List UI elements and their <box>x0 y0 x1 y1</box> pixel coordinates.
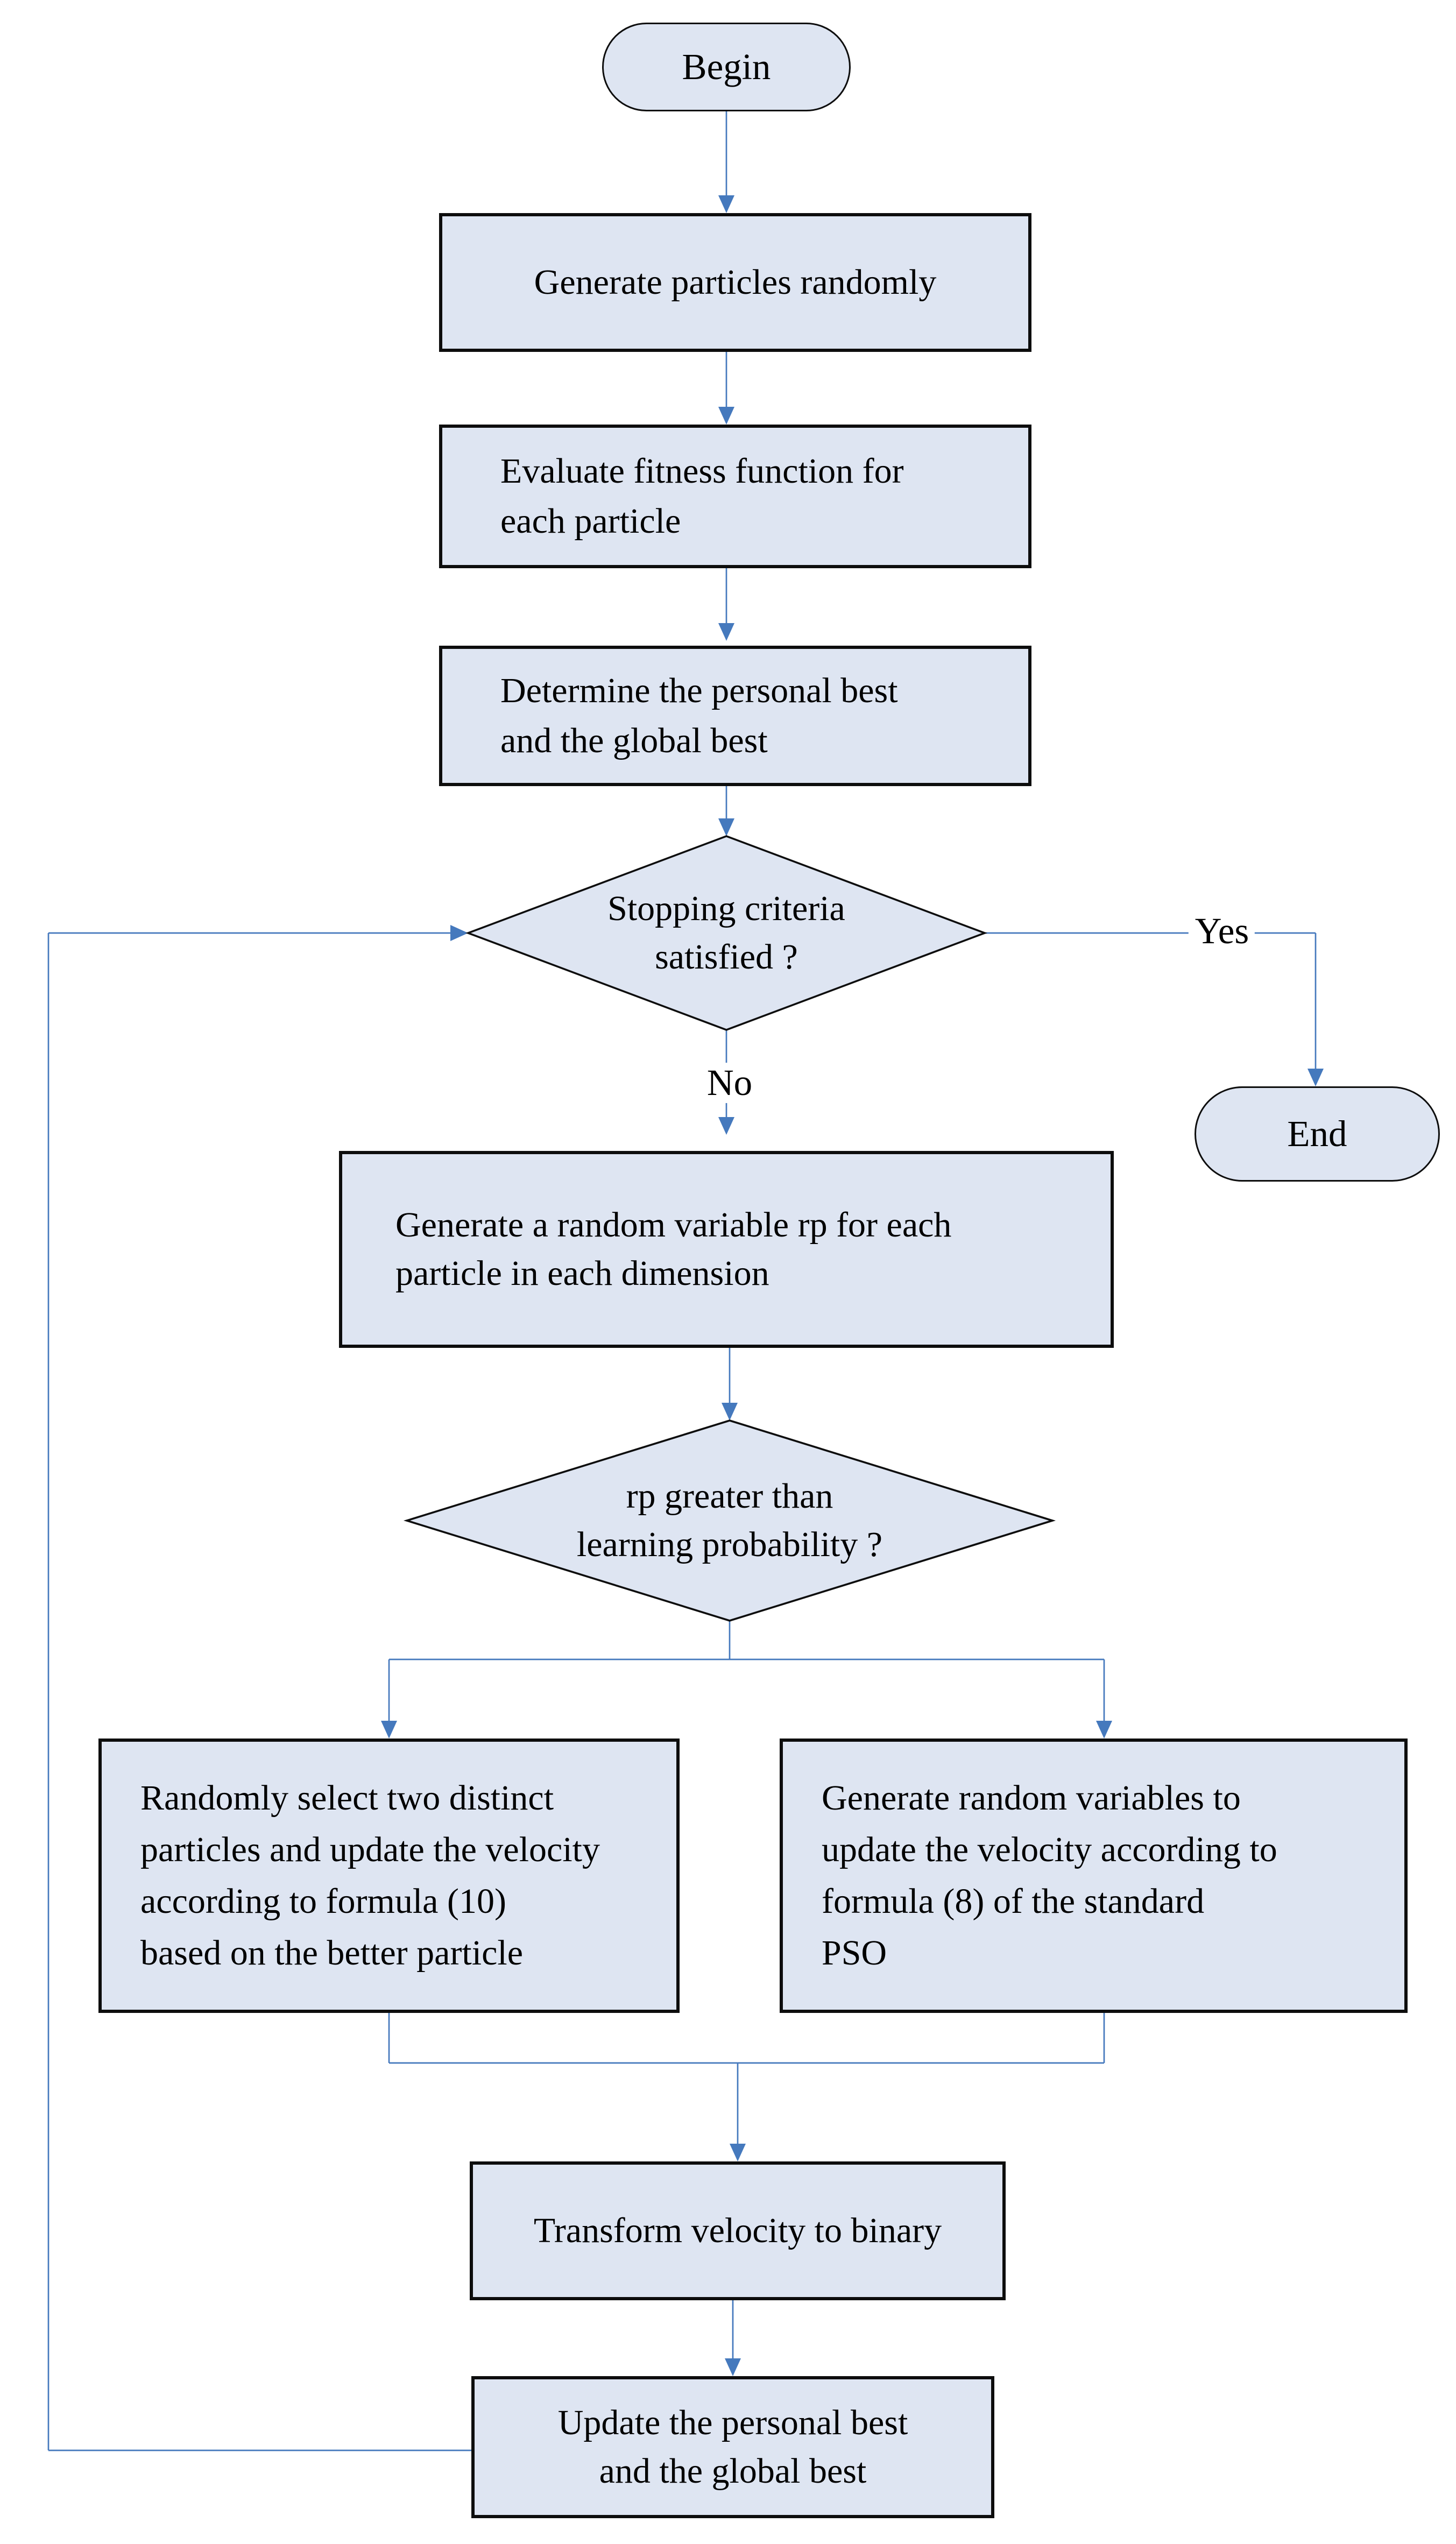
generate-random-vars-node: Generate random variables to update the … <box>780 1739 1408 2013</box>
generate-particles-label: Generate particles randomly <box>534 261 937 302</box>
begin-node: Begin <box>602 23 851 111</box>
generate-particles-node: Generate particles randomly <box>439 213 1031 352</box>
transform-to-update-arrowhead <box>725 2358 741 2376</box>
branch-left-arrowhead <box>381 1721 397 1739</box>
generate-random-vars-label: Generate random variables to update the … <box>822 1777 1277 1973</box>
determine-best-label: Determine the personal best and the glob… <box>500 670 898 760</box>
yes-to-end-arrowhead <box>1307 1069 1324 1086</box>
update-best-label: Update the personal best and the global … <box>557 2401 908 2491</box>
transform-velocity-node: Transform velocity to binary <box>470 2161 1006 2300</box>
generate-rp-to-rp-diamond-arrowhead <box>722 1403 738 1421</box>
merge-to-transform-arrowhead <box>730 2144 746 2161</box>
transform-velocity-label: Transform velocity to binary <box>533 2209 942 2250</box>
branch-right-arrowhead <box>1096 1721 1112 1739</box>
update-best-node: Update the personal best and the global … <box>471 2376 994 2518</box>
determine-to-stopping-arrowhead <box>718 818 734 836</box>
select-two-particles-node: Randomly select two distinct particles a… <box>98 1739 680 2013</box>
generate-rp-label: Generate a random variable rp for each p… <box>395 1203 952 1293</box>
select-two-particles-label: Randomly select two distinct particles a… <box>140 1777 600 1973</box>
yes-edge-label: Yes <box>1188 911 1256 952</box>
stopping-criteria-diamond <box>465 835 988 1031</box>
end-node: End <box>1195 1086 1440 1182</box>
loop-to-stopping-arrowhead <box>450 925 468 941</box>
begin-label: Begin <box>682 46 771 87</box>
rp-greater-diamond <box>403 1419 1056 1622</box>
no-to-generate-rp-arrowhead <box>718 1117 734 1135</box>
no-edge-label: No <box>700 1063 759 1104</box>
evaluate-fitness-label: Evaluate fitness function for each parti… <box>500 450 904 540</box>
evaluate-fitness-node: Evaluate fitness function for each parti… <box>439 425 1031 568</box>
begin-to-generate-arrowhead <box>718 195 734 213</box>
determine-best-node: Determine the personal best and the glob… <box>439 646 1031 786</box>
evaluate-to-determine-arrowhead <box>718 623 734 641</box>
end-label: End <box>1287 1113 1347 1154</box>
generate-to-evaluate-arrowhead <box>718 407 734 425</box>
generate-rp-node: Generate a random variable rp for each p… <box>339 1151 1114 1348</box>
